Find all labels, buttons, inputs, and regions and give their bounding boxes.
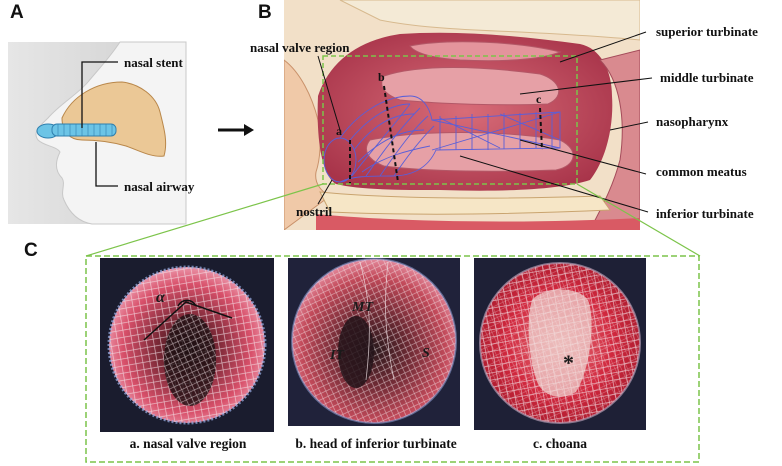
marker-c: c (536, 92, 542, 106)
arrow-head (244, 124, 254, 136)
caption-b: b. head of inferior turbinate (295, 436, 457, 451)
palate-bone (319, 191, 611, 215)
panel-b-letter: B (258, 2, 272, 23)
panel-a-stent (36, 123, 117, 139)
label-inferior-turbinate: inferior turbinate (656, 206, 754, 221)
label-alpha: α (156, 289, 165, 306)
label-middle-turbinate: middle turbinate (660, 70, 754, 85)
connector-right (576, 183, 701, 257)
label-nasal-airway: nasal airway (124, 179, 195, 194)
endoscopic-image-b (288, 258, 460, 426)
inferior-turbinate-leader (459, 155, 649, 213)
roi-box-c (85, 255, 700, 463)
endoscopic-image-c (474, 258, 646, 430)
connector-left (85, 183, 324, 257)
common-meatus-leader (519, 139, 647, 175)
nostril-leader (317, 179, 333, 205)
label-star: * (563, 350, 574, 375)
panel-c-letter: C (24, 240, 38, 261)
oral-tissue (316, 214, 640, 230)
nasal-airway-leader (95, 142, 118, 187)
marker-b-line (383, 85, 399, 183)
marker-a: a (336, 124, 342, 138)
nasal-cavity-shape (61, 81, 167, 157)
nasal-stent-leader (81, 61, 118, 128)
panel-a-letter: A (10, 2, 24, 23)
marker-b: b (378, 70, 385, 84)
label-nasopharynx: nasopharynx (656, 114, 729, 129)
nose-external (284, 59, 331, 230)
label-nostril: nostril (296, 204, 333, 219)
label-common-meatus: common meatus (656, 164, 747, 179)
roi-box-b (322, 55, 578, 185)
caption-a: a. nasal valve region (129, 436, 247, 451)
skull-bone (339, 0, 640, 41)
label-s: S (422, 346, 430, 361)
label-superior-turbinate: superior turbinate (656, 24, 758, 39)
endoscopic-image-a (100, 258, 274, 432)
inferior-turbinate-shape (366, 132, 574, 172)
nasal-valve-leader (317, 55, 341, 131)
label-nasal-valve-region: nasal valve region (250, 40, 350, 55)
nasopharynx-leader (609, 121, 649, 131)
caption-c: c. choana (533, 436, 587, 451)
marker-c-line (539, 107, 543, 151)
label-mt: MT (352, 300, 373, 315)
middle-turbinate-shape (381, 67, 560, 106)
label-nasal-stent: nasal stent (124, 55, 183, 70)
label-it: IT (330, 348, 344, 363)
middle-turbinate-leader (519, 77, 653, 95)
superior-turbinate-leader (559, 31, 647, 63)
